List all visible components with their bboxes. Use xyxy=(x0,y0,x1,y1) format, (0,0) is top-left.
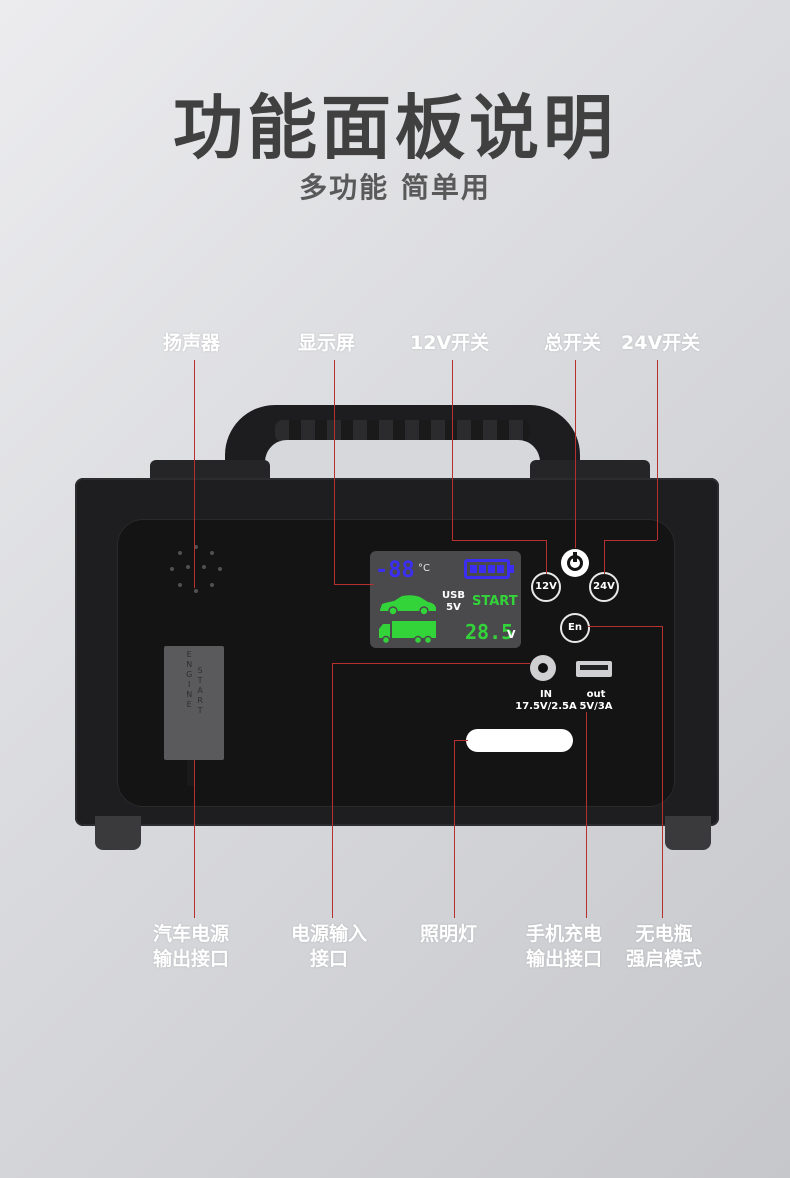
lcd-start-indicator: START xyxy=(472,594,518,609)
page-subtitle: 多功能 简单用 xyxy=(299,171,491,204)
callout-line-24v xyxy=(657,360,658,540)
car-power-output-socket[interactable] xyxy=(164,646,224,760)
foot-right xyxy=(665,816,711,850)
handle-mount-right xyxy=(530,460,650,482)
callout-line-car-out xyxy=(194,760,195,918)
label-car-power-out: 汽车电源 输出接口 xyxy=(153,923,230,970)
dc-input-jack-pin xyxy=(538,663,548,673)
usb-port-slot xyxy=(580,665,608,670)
output-port-label: out 5V/3A xyxy=(579,689,613,712)
page-title: 功能面板说明 xyxy=(173,87,617,169)
label-phone-charge: 手机充电 输出接口 xyxy=(526,923,603,970)
label-power-in: 电源输入 接口 xyxy=(291,923,368,970)
callout-line-power-in-h xyxy=(332,663,530,664)
output-cable xyxy=(187,760,195,786)
callout-line-en-h xyxy=(588,626,662,627)
label-12v-switch: 12V开关 xyxy=(410,332,490,354)
callout-line-24v-h xyxy=(604,540,657,541)
callout-line-phone xyxy=(586,712,587,918)
foot-left xyxy=(95,816,141,850)
boost-en-button[interactable]: En xyxy=(560,613,590,643)
car-icon xyxy=(380,595,436,616)
callout-line-speaker xyxy=(194,360,195,588)
truck-icon xyxy=(379,621,436,644)
callout-line-main xyxy=(575,360,576,548)
led-light-bar xyxy=(466,729,573,752)
callout-line-12v-h xyxy=(452,540,546,541)
switch-12v-button[interactable]: 12V xyxy=(531,572,561,602)
callout-line-en xyxy=(662,626,663,918)
label-no-battery-boost: 无电瓶 强启模式 xyxy=(626,923,703,970)
callout-line-power-in xyxy=(332,663,333,918)
callout-line-light xyxy=(454,740,455,918)
power-icon-bar xyxy=(573,552,577,562)
lcd-voltage: 28.5 xyxy=(465,620,514,644)
label-main-switch: 总开关 xyxy=(544,332,602,354)
label-24v-switch: 24V开关 xyxy=(621,332,701,354)
lcd-temp-unit: °C xyxy=(418,563,430,574)
handle-mount-left xyxy=(150,460,270,482)
callout-line-display xyxy=(334,360,335,584)
callout-line-display-h xyxy=(334,584,374,585)
lcd-usb-indicator: USB 5V xyxy=(442,590,465,613)
lcd-temperature: -88 xyxy=(375,558,415,583)
handle-grip xyxy=(275,420,530,442)
switch-24v-button[interactable]: 24V xyxy=(589,572,619,602)
input-port-label: IN 17.5V/2.5A xyxy=(515,689,577,712)
label-display: 显示屏 xyxy=(298,332,356,354)
lcd-voltage-unit: V xyxy=(507,628,516,641)
callout-line-12v-v2 xyxy=(546,540,547,574)
battery-icon xyxy=(464,559,510,579)
speaker-grille xyxy=(168,545,228,605)
callout-line-12v xyxy=(452,360,453,540)
callout-line-light-h xyxy=(454,740,468,741)
battery-icon-tip xyxy=(510,565,514,573)
label-speaker: 扬声器 xyxy=(163,332,221,354)
label-light: 照明灯 xyxy=(420,923,478,945)
callout-line-24v-v2 xyxy=(604,540,605,574)
